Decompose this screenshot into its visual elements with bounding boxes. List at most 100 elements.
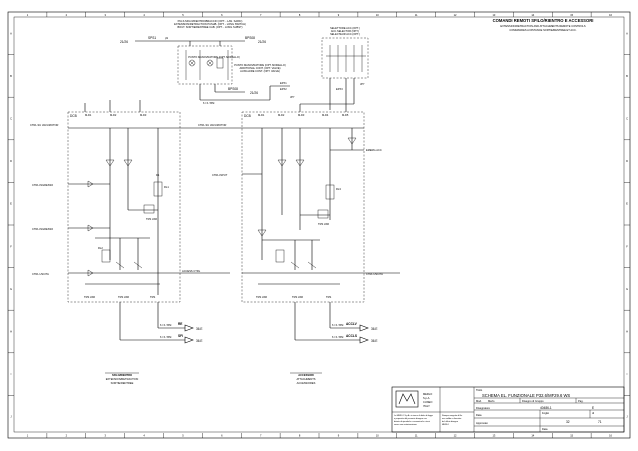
ruler-row-label: J [10,415,12,419]
left-dest-1: 36.E [196,327,203,331]
right-pin-3: M-D3 [298,113,305,117]
drawing-number: 40486-1 [540,406,552,410]
ruler-col-label: 6 [221,13,223,17]
left-out-wire-1: 6 / 6 / BSI [160,323,172,327]
ruler-row-label: I [11,372,12,376]
grid-ruler: 1122334455667788991010111112121313141415… [8,12,630,438]
field-titolo: Titolo [476,388,483,392]
aux-title-2: ADDITIONAL CONT. (OPT. VALVE) [240,66,281,70]
right-pin-1: M-D1 [258,113,265,117]
panel-title-1: PULS.SFILO/RIENTRO/BRACCIO (OPT. - LAN. … [178,19,243,23]
ruler-col-label: 4 [143,434,145,438]
ruler-row-label: H [10,330,12,334]
note-5: Stampa eseguita di file [442,414,463,417]
sheet-number: 32 [566,420,570,424]
ruler-col-label: 4 [143,13,145,17]
diode-icon [87,269,94,277]
ruler-col-label: 14 [531,434,534,438]
note-1: La MERLO S.p.A. si riserva il diritto di… [394,414,434,417]
company-logo-mark [398,393,416,405]
ruler-row-label: G [10,287,12,291]
right-label-mid: CTRL.INPUT [212,173,228,177]
left-module-name: DCB [70,114,77,118]
left-diode-label: D1 [156,173,160,177]
ruler-col-label: 2 [66,13,68,17]
caption-left-3: SORTIE/RENTREE [111,381,134,385]
caption-right-3: ACCESSOIRES [297,381,316,385]
bps-label: BPS08 [245,36,255,40]
left-output-1: RE [178,322,182,326]
arrow-right-icon [359,336,369,344]
revision: E [592,406,594,410]
relay-coil-icon [143,204,155,214]
note-2: a proposito del presente disegno con [394,417,427,420]
caption-right-1: ACCESSORI [298,373,314,377]
ruler-col-label: 16 [609,13,612,17]
sheet-of: di [592,411,594,415]
ruler-row-label: G [626,287,628,291]
left-label-in1: CTRL.INGRESSO [32,183,53,187]
left-relay-label: RL1 [164,185,169,189]
left-label-top: CTRL.SU VALV/MOTOR [30,123,59,127]
right-out-wire-2: 6 / 6 / BSI [332,335,344,339]
right-relay-label: RL3 [336,187,341,191]
ruler-col-label: 8 [299,434,301,438]
selector-title-2: ACC.SELECTOR (OPT.) [331,29,359,33]
right-label-out: CTRL.USCITA [366,272,383,276]
selector-title-3: SELECTEUR ACC.(OPT.) [330,32,360,36]
company-name: MERLO [423,392,432,396]
field-pag: Pag. [578,399,584,403]
ruler-col-label: 9 [338,13,340,17]
drawing-title: SCHEMA EL. FUNZIONALE P32.6/MF29.6 WS [482,393,570,398]
ruler-col-label: 10 [376,13,379,17]
panel-title-3: BOUT. SORTIE/RENTREE CAB. (OPT. - LONG S… [177,25,242,29]
relay-coil-icon [325,184,335,200]
module-captions: SFILO/RIENTRO EXTENSION/RETRACTION SORTI… [105,372,322,385]
arrow-right-icon [184,336,194,344]
caption-left-1: SFILO/RIENTRO [112,373,132,377]
caption-left-2: EXTENSION/RETRACTION [106,377,139,381]
diode-icon [123,159,133,167]
diode-icon [347,137,357,145]
ruler-col-label: 1 [27,434,29,438]
ruler-row-label: I [627,372,628,376]
ruler-col-label: 12 [454,13,457,17]
ruler-row-label: C [10,117,12,121]
company-city: CUNEO [423,400,432,404]
ruler-col-label: 1 [27,13,29,17]
sps-pin: p9 [165,36,168,40]
aux-title-1: PUNTO MANOVRATORE (OPT. MODELLO) [188,55,240,59]
ruler-col-label: 9 [338,434,340,438]
left-module-box [67,111,181,303]
right-dest-2: 36.E [371,339,378,343]
right-bottom-pin-3: TRS [326,295,331,299]
right-label-right: EMERG.ACC [366,148,382,152]
selector-title-1: SELETTORE ACC.(OPT.) [330,26,360,30]
note-4: senza sua autorizzazione. [394,423,418,426]
left-bottom-pin-3: TRS [150,295,155,299]
left-dest-2: 36.E [196,339,203,343]
caption-right-2: ATTACHMENTS [296,377,315,381]
ref-b: EPX2 [280,87,287,91]
company-logo [395,390,419,408]
pushbutton-box [177,45,233,85]
ref-c: EPX3 [336,87,343,91]
top-k-label: 6 / 6 / BSI [203,101,215,105]
ruler-col-label: 3 [104,13,106,17]
left-pin-1: M-D1 [85,113,92,117]
lamp-icon [188,59,196,67]
right-output-1: ACCLV [346,322,358,326]
selector-box [321,37,369,79]
accessory-selector: SELETTORE ACC.(OPT.) ACC.SELECTOR (OPT.)… [300,26,369,110]
right-out-wire-1: 6 / 6 / BSI [332,323,344,327]
field-approvato: Approvato [476,421,488,425]
ruler-col-label: 6 [221,434,223,438]
header-subtitle-en: EXTENSION/RETRACTION AND ATTACHMENTS REM… [500,24,585,28]
right-pin-4: M-D4 [322,113,329,117]
ruler-col-label: 16 [609,434,612,438]
header-title: COMANDI REMOTI SFILO/RIENTRO E ACCESSORI [493,18,594,23]
note-7: dal ufficio disegno [442,421,459,423]
diode-icon [257,229,267,237]
right-pin-2: M-D2 [278,113,285,117]
